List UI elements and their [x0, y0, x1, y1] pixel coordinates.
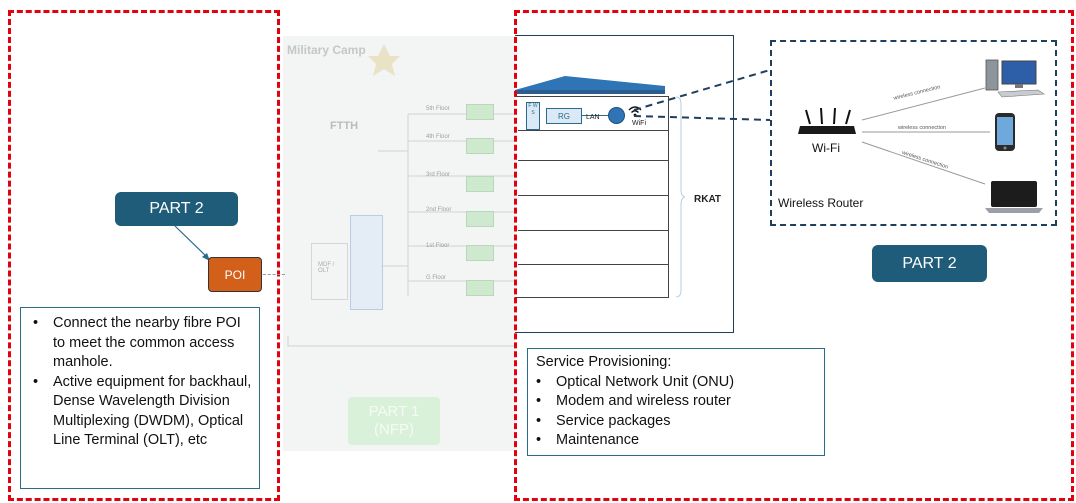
- part1-label: PART 1 (NFP): [348, 397, 440, 445]
- rg-box: RG: [546, 108, 582, 124]
- ont-3: [466, 176, 494, 192]
- router-box-title: Wireless Router: [778, 196, 864, 210]
- floor-divider-5: [518, 264, 669, 265]
- fws-box: F W S: [526, 102, 540, 130]
- ont-5: [466, 104, 494, 120]
- left-bullet-box: Connect the nearby fibre POI to meet the…: [20, 307, 260, 489]
- router-label: Wi-Fi: [812, 141, 840, 155]
- wifi-link-lines: [630, 66, 775, 128]
- left-part2-label: PART 2: [115, 192, 238, 226]
- mdf-box: [311, 243, 348, 300]
- floor-divider-1: [518, 130, 669, 131]
- ont-4: [466, 138, 494, 154]
- floor-label-g: G Floor: [426, 275, 447, 281]
- service-title: Service Provisioning:: [536, 354, 672, 370]
- rkat-label: RKAT: [694, 194, 722, 205]
- connection-lines: [860, 80, 990, 190]
- laptop-icon: [983, 180, 1045, 214]
- building-roof: [515, 72, 670, 98]
- building-floors: [515, 96, 669, 298]
- wifi-node-icon: [608, 107, 625, 124]
- camp-label: Military Camp: [287, 43, 366, 57]
- left-dashed-region: [8, 10, 280, 501]
- right-dashed-region: [514, 10, 1074, 501]
- floor-divider-2: [518, 160, 669, 161]
- router-icon: [796, 107, 858, 138]
- building-outline: [515, 35, 734, 333]
- left-bullet-2: Active equipment for backhaul, Dense Wav…: [25, 373, 253, 451]
- service-item-3: Service packages: [528, 412, 818, 432]
- desktop-computer-icon: [982, 58, 1048, 98]
- floor-label-5: 5th Floor: [426, 106, 450, 112]
- faded-riser-svg: [283, 36, 515, 366]
- service-item-1: Optical Network Unit (ONU): [528, 373, 818, 393]
- floor-label-2: 2nd Floor: [426, 207, 452, 213]
- poi-box: POI: [208, 257, 262, 292]
- left-bullet-1: Connect the nearby fibre POI to meet the…: [25, 314, 253, 373]
- ont-1: [466, 245, 494, 261]
- floor-divider-4: [518, 230, 669, 231]
- floor-label-4: 4th Floor: [426, 134, 450, 140]
- wifi-label: WiFi: [632, 120, 646, 127]
- ftth-label: FTTH: [330, 120, 359, 132]
- camp-emblem-icon: [367, 42, 401, 80]
- ont-g: [466, 280, 494, 296]
- service-item-4: Maintenance: [528, 431, 818, 451]
- splitter-box: [350, 215, 383, 310]
- mdf-olt-label: MDF / OLT: [318, 262, 335, 274]
- floor-label-1: 1st Floor: [426, 243, 450, 249]
- right-part2-label: PART 2: [872, 245, 987, 282]
- smartphone-icon: [993, 112, 1017, 152]
- floor-label-3: 3rd Floor: [426, 172, 451, 178]
- lan-label: LAN: [586, 114, 600, 121]
- ont-2: [466, 211, 494, 227]
- poi-link-line: [263, 274, 285, 275]
- service-item-2: Modem and wireless router: [528, 392, 818, 412]
- rg-link-line: [581, 115, 609, 116]
- floor-divider-3: [518, 195, 669, 196]
- service-provisioning-box: Service Provisioning: Optical Network Un…: [527, 348, 825, 456]
- router-dashed-box: [770, 40, 1057, 226]
- connection-label-2: wireless connection: [898, 125, 946, 131]
